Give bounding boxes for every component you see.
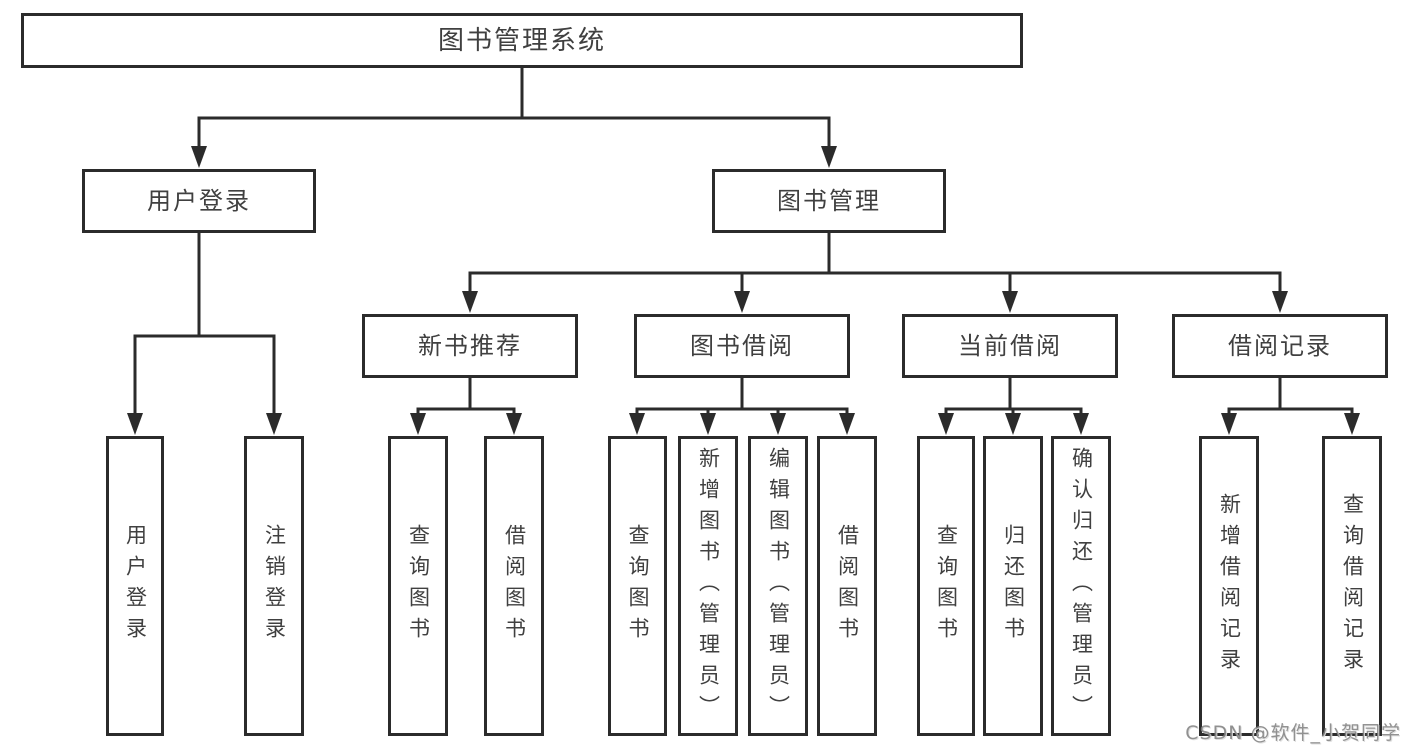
edges-user-login-children — [127, 233, 282, 435]
leaf-user-login: 用户登录 — [106, 436, 164, 736]
node-label: 新书推荐 — [418, 332, 522, 360]
node-label: 当前借阅 — [958, 332, 1062, 360]
leaf-recommend-borrow-books: 借阅图书 — [484, 436, 544, 736]
node-label: 注销登录 — [262, 524, 287, 648]
node-label: 新增图书（管理员） — [696, 446, 721, 726]
leaf-logout: 注销登录 — [244, 436, 304, 736]
node-label: 归还图书 — [1001, 524, 1026, 648]
leaf-borrow-books: 借阅图书 — [817, 436, 877, 736]
node-label: 查询图书 — [934, 524, 959, 648]
node-label: 图书管理系统 — [437, 25, 606, 56]
node-label: 图书管理 — [777, 187, 881, 215]
node-new-book-recommend: 新书推荐 — [362, 314, 578, 378]
leaf-edit-books-admin: 编辑图书（管理员） — [748, 436, 808, 736]
leaf-return-books: 归还图书 — [983, 436, 1043, 736]
node-library-management-system: 图书管理系统 — [21, 13, 1023, 68]
leaf-confirm-return-admin: 确认归还（管理员） — [1051, 436, 1111, 736]
leaf-recommend-query-books: 查询图书 — [388, 436, 448, 736]
node-user-login: 用户登录 — [82, 169, 316, 233]
leaf-query-borrow-record: 查询借阅记录 — [1322, 436, 1382, 736]
node-label: 借阅记录 — [1228, 332, 1332, 360]
node-borrow-records: 借阅记录 — [1172, 314, 1388, 378]
node-label: 确认归还（管理员） — [1069, 446, 1094, 726]
node-book-borrow: 图书借阅 — [634, 314, 850, 378]
node-label: 借阅图书 — [835, 524, 860, 648]
leaf-add-borrow-record: 新增借阅记录 — [1199, 436, 1259, 736]
node-label: 查询图书 — [406, 524, 431, 648]
node-label: 用户登录 — [123, 524, 148, 648]
edges-new-book-recommend-children — [410, 378, 522, 435]
edges-current-borrow-children — [938, 378, 1089, 435]
node-current-borrow: 当前借阅 — [902, 314, 1118, 378]
csdn-watermark: CSDN @软件_小贺同学 — [1185, 722, 1401, 744]
node-book-management: 图书管理 — [712, 169, 946, 233]
node-label: 图书借阅 — [690, 332, 794, 360]
edges-root-to-level2 — [191, 68, 837, 168]
edges-borrow-records-children — [1221, 378, 1360, 435]
node-label: 编辑图书（管理员） — [766, 446, 791, 726]
edges-book-mgmt-to-level3 — [462, 233, 1288, 313]
leaf-borrow-query-books: 查询图书 — [608, 436, 667, 736]
node-label: 借阅图书 — [502, 524, 527, 648]
leaf-add-books-admin: 新增图书（管理员） — [678, 436, 738, 736]
edges-book-borrow-children — [629, 378, 855, 435]
node-label: 用户登录 — [147, 187, 251, 215]
node-label: 新增借阅记录 — [1217, 493, 1242, 679]
node-label: 查询图书 — [626, 524, 650, 648]
leaf-current-query-books: 查询图书 — [917, 436, 975, 736]
node-label: 查询借阅记录 — [1340, 493, 1365, 679]
